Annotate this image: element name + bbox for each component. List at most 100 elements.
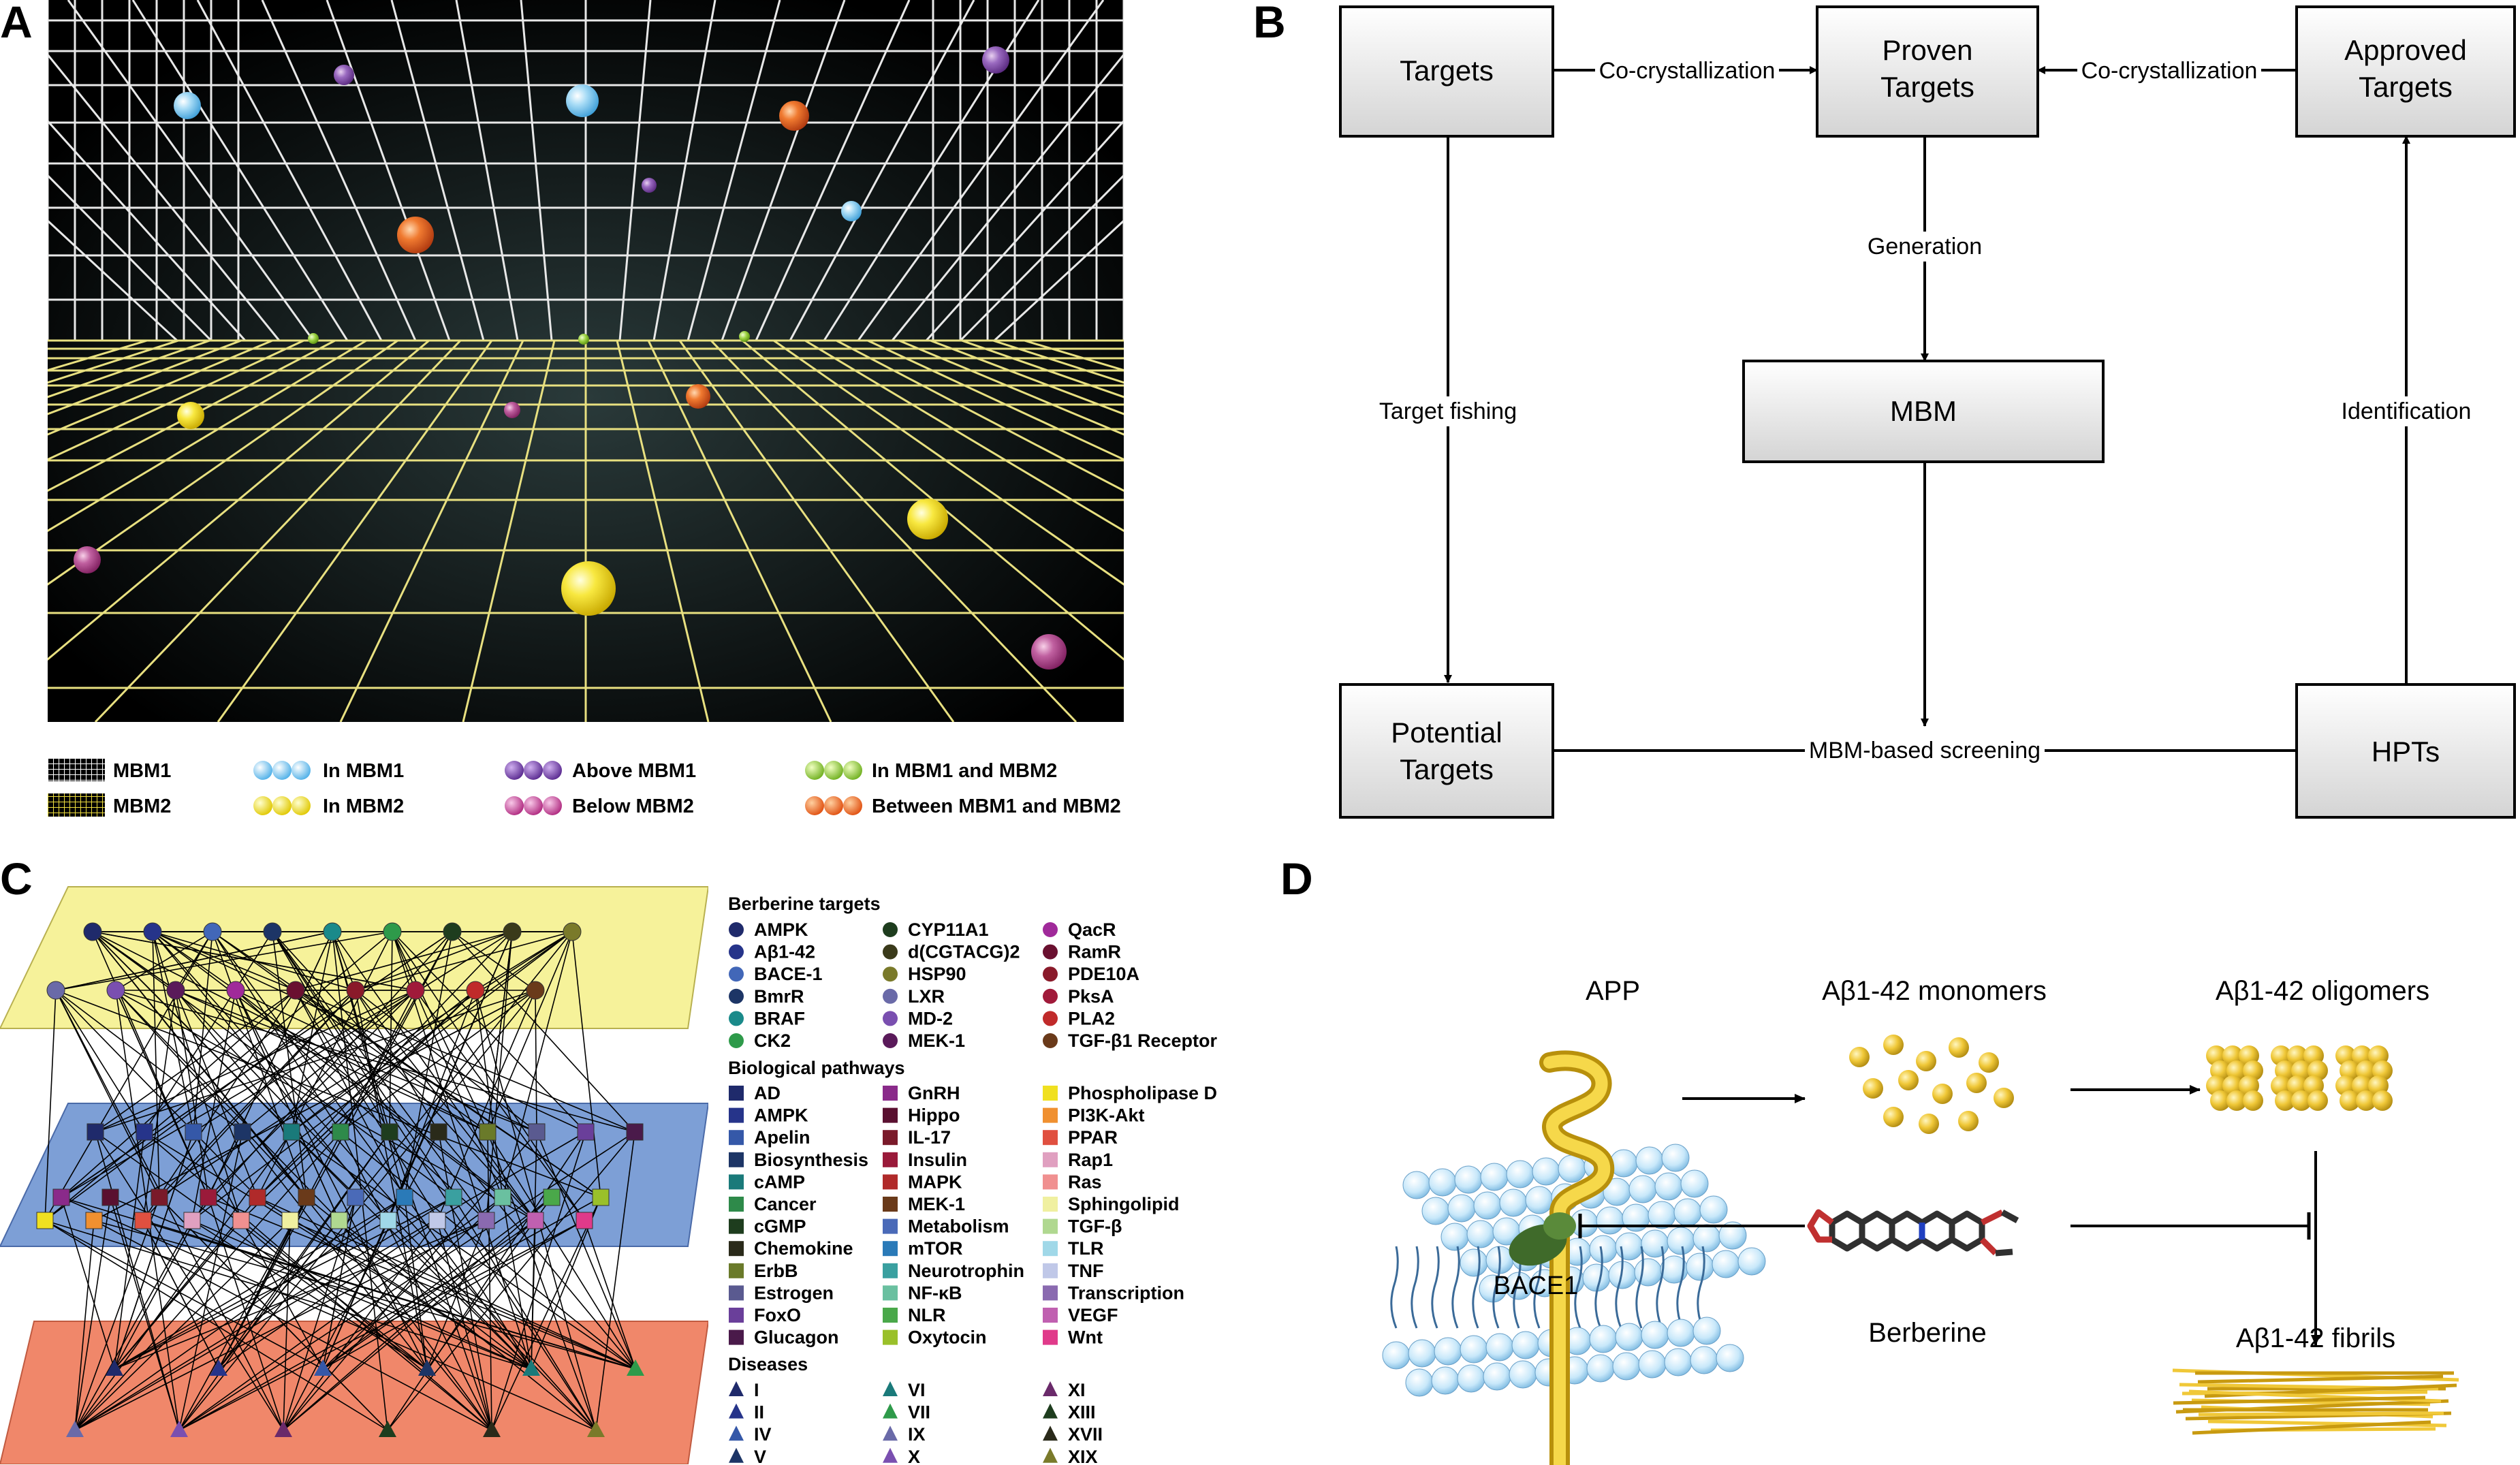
sphere-in-both [308, 333, 319, 344]
monomers-label: Aβ1-42 monomers [1822, 976, 2047, 1006]
pathway-legend-label: NLR [908, 1305, 946, 1325]
legend-between: Between MBM1 and MBM2 [872, 795, 1121, 817]
pathway-legend-label: MEK-1 [908, 1194, 965, 1214]
target-legend-swatch-icon [883, 988, 898, 1004]
target-legend-swatch-icon [883, 1011, 898, 1026]
disease-legend-swatch-icon [1043, 1403, 1058, 1419]
pathway-node [85, 1212, 103, 1229]
pathway-node [428, 1212, 446, 1229]
pathway-node [526, 1212, 544, 1229]
disease-node [627, 1359, 644, 1376]
legend-in-mbm2: In MBM2 [323, 795, 404, 817]
sphere-in-both [578, 334, 589, 345]
disease-node [210, 1359, 227, 1376]
pathway-legend-swatch-icon [1043, 1197, 1058, 1212]
target-node [286, 981, 305, 1000]
pathway-node [445, 1188, 462, 1206]
pathway-node [200, 1188, 217, 1206]
disease-legend-swatch-icon [883, 1403, 898, 1419]
disease-legend-swatch-icon [883, 1447, 898, 1463]
pathway-node [86, 1123, 104, 1141]
below-mbm2-spheres-icon [505, 796, 562, 815]
pathway-node [347, 1188, 364, 1206]
target-workflow-diagram: Co-crystallization Co-crystallization Ge… [1339, 5, 2516, 819]
panel-label-d: D [1280, 853, 1313, 904]
pathway-legend-swatch-icon [729, 1218, 744, 1234]
disease-legend-label: XI [1068, 1380, 1086, 1400]
target-node [263, 922, 282, 941]
berberine-label: Berberine [1868, 1318, 1986, 1348]
pathway-node [232, 1212, 250, 1229]
node-proven-label-1: Proven [1882, 34, 1972, 66]
pathway-legend-label: TGF-β [1068, 1216, 1122, 1237]
disease-node [522, 1359, 540, 1376]
pathway-legend-label: Ras [1068, 1171, 1102, 1192]
node-mbm [1742, 360, 2105, 463]
pathway-legend-swatch-icon [883, 1329, 898, 1345]
pathway-legend-swatch-icon [1043, 1174, 1058, 1190]
target-legend-swatch-icon [1043, 1011, 1058, 1026]
target-legend-swatch-icon [1043, 944, 1058, 960]
disease-node [314, 1359, 332, 1376]
pathway-node [626, 1123, 644, 1141]
pathway-legend-swatch-icon [1043, 1107, 1058, 1123]
legend-below-mbm2: Below MBM2 [572, 795, 694, 817]
pathway-node [479, 1123, 497, 1141]
pathway-legend-label: Neurotrophin [908, 1261, 1024, 1281]
disease-node [483, 1421, 501, 1437]
pathway-legend-swatch-icon [883, 1107, 898, 1123]
pathway-legend-swatch-icon [729, 1241, 744, 1257]
pathway-legend-label: Metabolism [908, 1216, 1009, 1237]
pathway-legend-swatch-icon [1043, 1285, 1058, 1301]
pathway-legend-label: Hippo [908, 1105, 960, 1126]
node-targets [1339, 5, 1554, 138]
edge-generation: Generation [1868, 234, 1982, 259]
between-spheres-icon [805, 796, 862, 815]
pathway-legend-swatch-icon [883, 1241, 898, 1257]
pathway-legend-label: AD [754, 1083, 781, 1103]
pathway-legend-label: TLR [1068, 1238, 1103, 1259]
disease-legend-label: IV [754, 1424, 772, 1445]
pathway-legend-swatch-icon [729, 1107, 744, 1123]
sphere-between [779, 101, 809, 131]
pathway-node [332, 1123, 349, 1141]
sphere-in-mbm1 [174, 92, 201, 119]
pathway-legend-swatch-icon [729, 1308, 744, 1323]
legend-mbm1: MBM1 [113, 760, 171, 782]
pathway-legend-swatch-icon [1043, 1329, 1058, 1345]
target-legend-swatch-icon [1043, 966, 1058, 982]
target-legend-swatch-icon [883, 922, 898, 937]
pathway-legend-swatch-icon [883, 1197, 898, 1212]
pathway-legend-swatch-icon [1043, 1263, 1058, 1278]
pathway-legend-label: FoxO [754, 1305, 801, 1325]
target-node [443, 922, 462, 941]
target-node [323, 922, 342, 941]
target-legend-label: BmrR [754, 986, 804, 1007]
pathway-node [477, 1212, 495, 1229]
target-legend-swatch-icon [1043, 988, 1058, 1004]
target-legend-swatch-icon [1043, 1033, 1058, 1048]
node-mbm-label: MBM [1890, 395, 1957, 427]
node-potential-label-2: Targets [1400, 753, 1494, 785]
oligomer-clusters [2206, 1045, 2393, 1111]
pathway-legend-swatch-icon [729, 1263, 744, 1278]
pathway-node [281, 1212, 299, 1229]
target-node [563, 922, 582, 941]
pathway-legend-label: Cancer [754, 1194, 817, 1214]
berberine-mechanism-diagram: APP Aβ1-42 monomers Aβ1-42 oligomers Aβ1… [1382, 976, 2459, 1465]
target-legend-label: Aβ1-42 [754, 942, 815, 962]
target-legend-label: BRAF [754, 1008, 805, 1028]
target-node [383, 922, 402, 941]
disease-legend-swatch-icon [1043, 1381, 1058, 1396]
fibril-bundle [2172, 1368, 2459, 1435]
pathway-node [52, 1188, 70, 1206]
pathway-node [576, 1212, 593, 1229]
pathway-legend-label: Phospholipase D [1068, 1083, 1217, 1103]
sphere-in-mbm2 [177, 402, 204, 429]
target-legend-swatch-icon [883, 1033, 898, 1048]
pathway-node [592, 1188, 610, 1206]
pathway-legend-label: NF-κB [908, 1282, 962, 1303]
target-legend-label: MEK-1 [908, 1030, 965, 1051]
pathway-legend-swatch-icon [729, 1086, 744, 1101]
network-legend: Berberine targetsAMPKAβ1-42BACE-1BmrRBRA… [728, 894, 1217, 1465]
